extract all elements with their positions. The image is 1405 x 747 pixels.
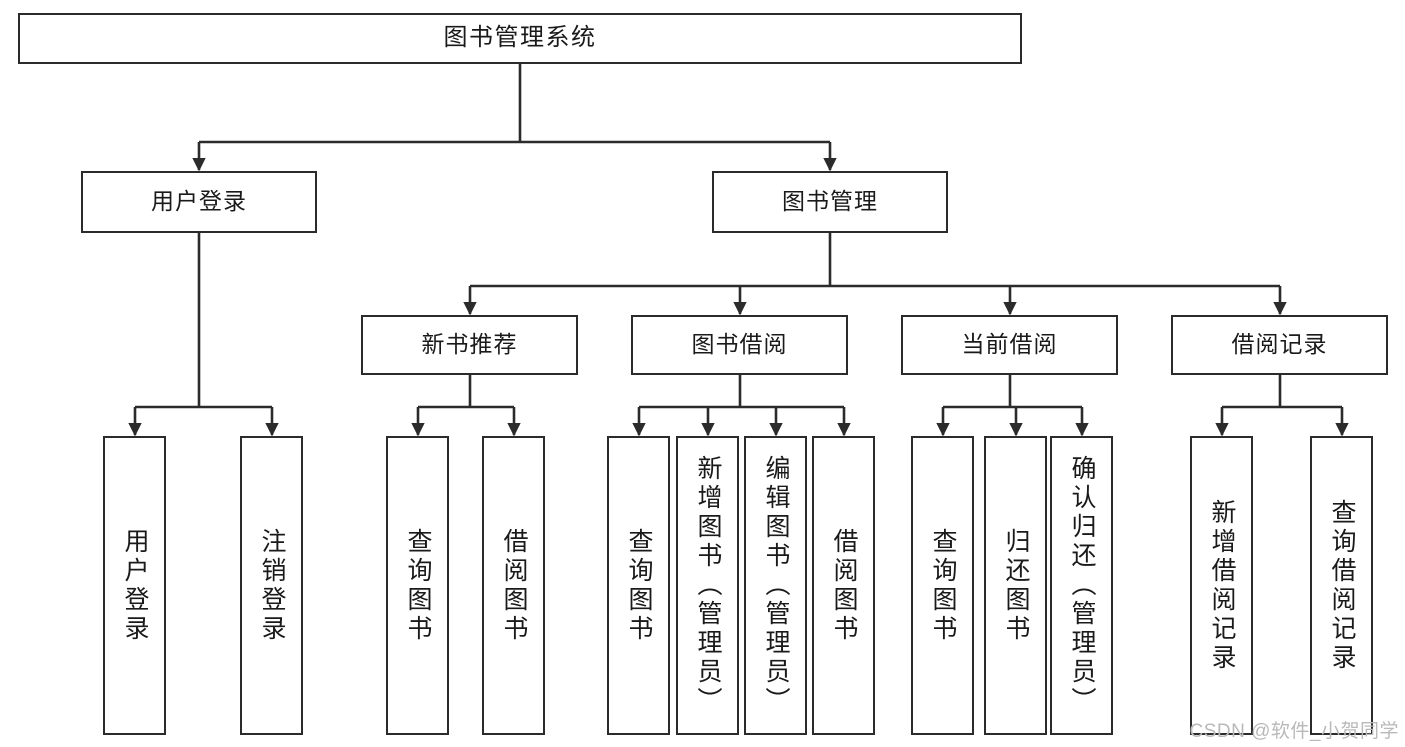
node-label: 新增图书（管理员） bbox=[694, 455, 722, 716]
node-label: 借阅图书 bbox=[830, 527, 858, 644]
node-leaf-logout-login[interactable]: 注销登录 bbox=[240, 436, 303, 735]
node-label: 查询图书 bbox=[929, 527, 957, 644]
node-current-borrow[interactable]: 当前借阅 bbox=[901, 315, 1118, 375]
node-label: 新增借阅记录 bbox=[1208, 498, 1236, 673]
node-leaf-edit-book[interactable]: 编辑图书（管理员） bbox=[744, 436, 807, 735]
node-leaf-add-book[interactable]: 新增图书（管理员） bbox=[676, 436, 739, 735]
node-label: 借阅图书 bbox=[500, 527, 528, 644]
node-label: 归还图书 bbox=[1002, 527, 1030, 644]
node-label: 查询图书 bbox=[404, 527, 432, 644]
node-label: 查询借阅记录 bbox=[1328, 498, 1356, 673]
node-leaf-query-record[interactable]: 查询借阅记录 bbox=[1310, 436, 1373, 735]
node-label: 用户登录 bbox=[121, 527, 149, 644]
node-label: 编辑图书（管理员） bbox=[762, 455, 790, 716]
node-book-manage[interactable]: 图书管理 bbox=[712, 171, 948, 233]
node-label: 用户登录 bbox=[151, 188, 247, 215]
node-leaf-confirm-return[interactable]: 确认归还（管理员） bbox=[1050, 436, 1113, 735]
node-label: 图书管理 bbox=[782, 188, 878, 215]
node-leaf-borrow-book-1[interactable]: 借阅图书 bbox=[482, 436, 545, 735]
node-borrow-record[interactable]: 借阅记录 bbox=[1171, 315, 1388, 375]
node-label: 当前借阅 bbox=[961, 331, 1058, 358]
node-leaf-user-login[interactable]: 用户登录 bbox=[103, 436, 166, 735]
watermark-text: CSDN @软件_小贺同学 bbox=[1189, 721, 1399, 742]
node-leaf-query-book-1[interactable]: 查询图书 bbox=[386, 436, 449, 735]
node-label: 注销登录 bbox=[258, 527, 286, 644]
node-root[interactable]: 图书管理系统 bbox=[18, 13, 1022, 64]
node-label: 新书推荐 bbox=[421, 331, 518, 358]
node-leaf-query-book-3[interactable]: 查询图书 bbox=[911, 436, 974, 735]
node-book-borrow[interactable]: 图书借阅 bbox=[631, 315, 848, 375]
node-user-login[interactable]: 用户登录 bbox=[81, 171, 317, 233]
node-label: 图书管理系统 bbox=[443, 24, 597, 52]
node-label: 借阅记录 bbox=[1231, 331, 1328, 358]
node-leaf-return-book[interactable]: 归还图书 bbox=[984, 436, 1047, 735]
node-leaf-borrow-book-2[interactable]: 借阅图书 bbox=[812, 436, 875, 735]
node-leaf-add-record[interactable]: 新增借阅记录 bbox=[1190, 436, 1253, 735]
node-leaf-query-book-2[interactable]: 查询图书 bbox=[607, 436, 670, 735]
node-label: 图书借阅 bbox=[691, 331, 788, 358]
node-new-book-recommend[interactable]: 新书推荐 bbox=[361, 315, 578, 375]
node-label: 查询图书 bbox=[625, 527, 653, 644]
node-label: 确认归还（管理员） bbox=[1068, 455, 1096, 716]
